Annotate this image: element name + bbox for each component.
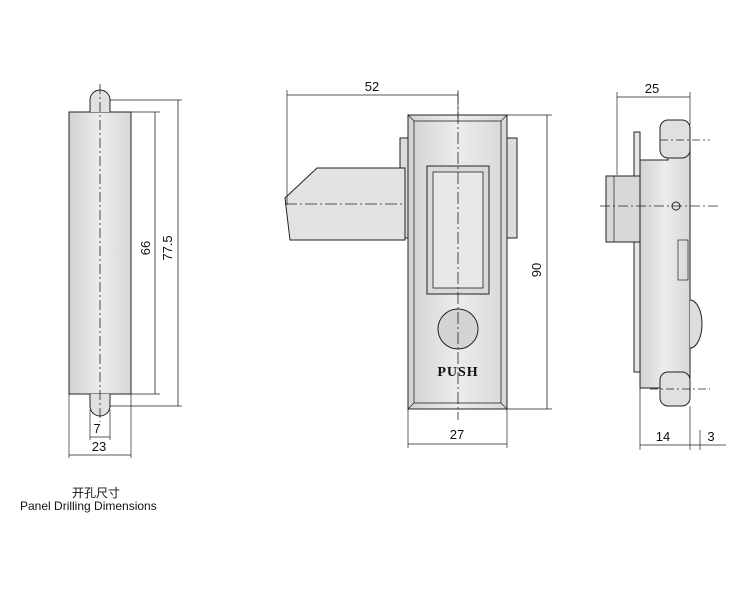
side-cam: [605, 175, 641, 243]
lock-front-view: [284, 90, 552, 448]
dim-25: 25: [645, 81, 659, 96]
side-body: [639, 142, 691, 389]
side-bulge: [689, 299, 703, 349]
side-panel-sheet: [633, 131, 641, 373]
caption-english: Panel Drilling Dimensions: [20, 499, 157, 513]
dim-27: 27: [450, 427, 464, 442]
lock-side-view: [600, 92, 726, 450]
dim-77-5: 77.5: [160, 235, 175, 260]
dim-14: 14: [656, 429, 670, 444]
dim-7: 7: [93, 421, 100, 436]
panel-cutout-view: [68, 84, 182, 458]
side-top-knob: [659, 119, 691, 159]
dim-23: 23: [92, 439, 106, 454]
dim-66: 66: [138, 241, 153, 255]
caption-chinese: 开孔尺寸: [72, 486, 121, 500]
dim-52: 52: [365, 79, 379, 94]
lock-body-bevel: [413, 120, 502, 404]
push-label: PUSH: [437, 365, 478, 380]
dim-90: 90: [529, 263, 544, 277]
dim-3: 3: [707, 429, 714, 444]
